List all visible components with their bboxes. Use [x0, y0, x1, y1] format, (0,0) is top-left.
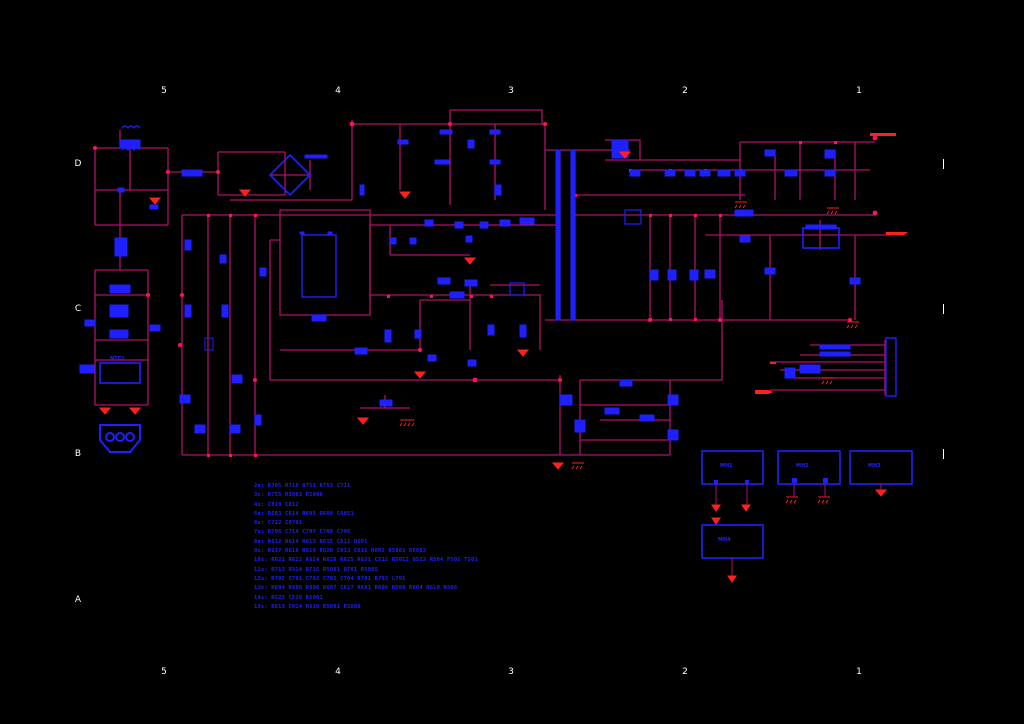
components: [79, 129, 897, 441]
note-line: 4x: C810 C812: [254, 501, 299, 508]
note-line: 2x: R705 R710 R751 R753 C711: [254, 483, 351, 489]
right-edge-tick: [943, 449, 944, 459]
column-label-bottom: 5: [161, 667, 167, 677]
note-line: 15x: R613 C614 R616 R5001 R5080: [254, 603, 361, 610]
column-label-bottom: 1: [856, 667, 862, 677]
row-label: D: [74, 159, 82, 169]
note-line: 6x: C712 C8701: [254, 520, 303, 527]
column-label-bottom: 3: [508, 667, 514, 677]
column-label-top: 3: [508, 86, 514, 96]
module-leads: [715, 484, 882, 576]
junction-dots: [93, 121, 878, 383]
column-label-bottom: 4: [335, 667, 341, 677]
mounting-modules: [701, 450, 913, 559]
module-label: MH3: [868, 463, 881, 469]
inductor-coils: [121, 125, 141, 151]
column-label-top: 5: [161, 86, 167, 96]
column-label-top: 2: [682, 86, 688, 96]
module-label: NTC1: [110, 356, 125, 362]
note-line: 8x: R612 R614 R613 R615 C612 Q601: [254, 538, 368, 545]
note-line: 7x: R706 C714 C707 C708 C706: [254, 529, 351, 536]
right-edge-tick: [943, 159, 944, 169]
module-pins: [714, 478, 828, 484]
note-line: 12x: R702 C701 C702 C703 C704 R701 R703 …: [254, 575, 406, 582]
module-label: MH1: [720, 463, 733, 469]
ground-symbols: [98, 151, 888, 583]
column-label-bottom: 2: [682, 667, 688, 677]
column-label-top: 4: [335, 86, 341, 96]
chassis-ground-symbols: [399, 201, 859, 504]
ac-inlet: [99, 424, 141, 453]
right-edge-tick: [943, 304, 944, 314]
note-line: 14x: R523 C528 R5001: [254, 594, 323, 601]
row-label: A: [74, 595, 82, 605]
node-markers: [207, 141, 837, 457]
note-line: 5x: R603 C614 R605 Q608 C6051: [254, 510, 354, 517]
bridge-rectifier: [268, 153, 312, 197]
note-line: 13x: R604 R606 R608 R607 C617 R601 R606 …: [254, 585, 458, 592]
row-label: C: [74, 304, 82, 314]
note-line: 9x: R617 R618 R619 R620 C613 C611 R602 R…: [254, 548, 427, 555]
port-arrows: [755, 133, 908, 394]
row-label: B: [74, 449, 82, 459]
note-line: 11x: R713 R514 R715 R5081 Q701 R5085: [254, 566, 379, 573]
note-line: 3x: R755 R5083 R5086: [254, 492, 323, 499]
column-label-top: 1: [856, 86, 862, 96]
note-line: 10x: R621 R622 R624 R626 R625 R621 C512 …: [254, 557, 478, 564]
module-label: MH2: [796, 463, 809, 469]
module-label: MH4: [718, 537, 731, 543]
bom-notes: 2x: R705 R710 R751 R753 C711 3x: R755 R5…: [254, 482, 614, 612]
